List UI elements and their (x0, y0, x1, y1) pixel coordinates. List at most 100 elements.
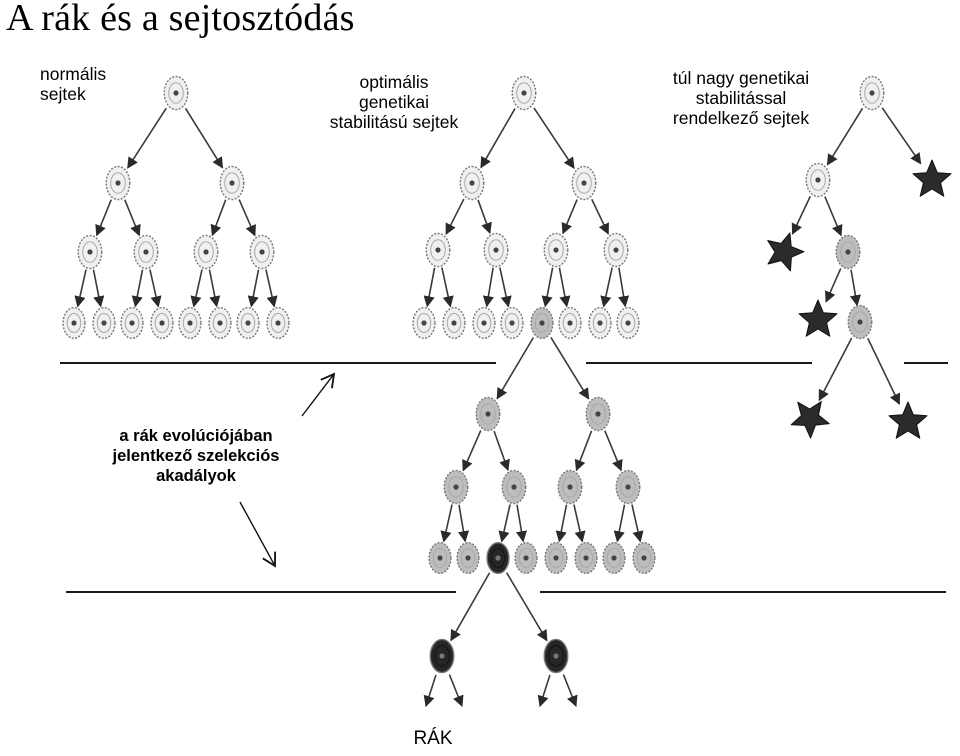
cell-nucleus (857, 319, 863, 325)
cell-membrane (432, 547, 448, 569)
cell-membrane (270, 312, 286, 334)
cell-membrane (864, 82, 880, 104)
cell-nucleus (173, 90, 179, 96)
cell-membrane (852, 311, 868, 333)
cell-membrane (240, 312, 256, 334)
cell-nucleus (869, 90, 875, 96)
page-title: A rák és a sejtosztódás (6, 0, 355, 39)
cell-membrane (548, 239, 564, 261)
division-arrow (631, 504, 644, 543)
cell-membrane (620, 312, 636, 334)
cell-nucleus (493, 247, 499, 253)
division-arrow (210, 199, 227, 237)
cell-nucleus (567, 320, 573, 326)
cell-nucleus (421, 320, 427, 326)
division-arrow (208, 269, 221, 308)
cell-membrane (578, 547, 594, 569)
cell-nucleus (439, 653, 445, 659)
division-arrow (849, 269, 861, 307)
cell-nucleus (453, 484, 459, 490)
cell-nucleus (815, 177, 821, 183)
division-arrow (818, 337, 853, 402)
division-arrow (562, 674, 578, 708)
cell-nucleus (553, 653, 559, 659)
cell-membrane (212, 312, 228, 334)
division-arrow (591, 198, 609, 235)
cell-membrane (416, 312, 432, 334)
cell-membrane (434, 645, 450, 667)
division-arrow (92, 269, 105, 308)
division-arrow (555, 504, 568, 543)
division-arrow (131, 269, 144, 308)
cell-nucleus (521, 90, 527, 96)
cell-membrane (430, 239, 446, 261)
cell-membrane (138, 241, 154, 263)
cell-nucleus (275, 320, 281, 326)
cell-nucleus (203, 249, 209, 255)
division-arrow (604, 430, 623, 472)
cell-nucleus (437, 555, 443, 561)
division-arrow (441, 267, 454, 308)
cell-membrane (254, 241, 270, 263)
division-arrow (824, 196, 843, 237)
cell-nucleus (115, 180, 121, 186)
cell-nucleus (641, 555, 647, 561)
cell-nucleus (451, 320, 457, 326)
division-arrow (499, 267, 512, 308)
division-arrow (498, 504, 511, 543)
cell-nucleus (583, 555, 589, 561)
cell-nucleus (101, 320, 107, 326)
cell-nucleus (129, 320, 135, 326)
cell-membrane (448, 476, 464, 498)
dark-star-cell (767, 232, 805, 272)
cell-membrane (198, 241, 214, 263)
cell-membrane (840, 241, 856, 263)
division-arrow (457, 504, 470, 543)
cell-membrane (534, 312, 550, 334)
cell-nucleus (469, 180, 475, 186)
division-arrow (791, 195, 812, 235)
cell-nucleus (187, 320, 193, 326)
cell-membrane (548, 547, 564, 569)
barrier-pointer-arrow-up (301, 372, 336, 417)
cell-membrane (506, 476, 522, 498)
division-arrow (537, 674, 551, 708)
division-arrow (149, 269, 162, 308)
cell-membrane (224, 172, 240, 194)
cell-nucleus (539, 320, 545, 326)
division-arrow (448, 674, 464, 708)
cell-nucleus (245, 320, 251, 326)
cell-nucleus (495, 555, 501, 561)
cell-membrane (620, 476, 636, 498)
cell-membrane (562, 476, 578, 498)
cell-nucleus (553, 555, 559, 561)
division-arrow (574, 430, 593, 472)
cell-nucleus (87, 249, 93, 255)
division-arrow (184, 107, 224, 169)
cell-nucleus (597, 320, 603, 326)
cell-membrane (66, 312, 82, 334)
cell-membrane (476, 312, 492, 334)
cell-nucleus (159, 320, 165, 326)
division-arrow (825, 268, 842, 303)
dark-star-cell (912, 159, 952, 197)
division-arrow (127, 107, 167, 169)
division-arrow (190, 269, 203, 308)
cell-nucleus (217, 320, 223, 326)
cell-nucleus (625, 320, 631, 326)
cell-nucleus (611, 555, 617, 561)
division-arrow (493, 430, 510, 472)
cell-membrane (518, 547, 534, 569)
cell-nucleus (595, 411, 601, 417)
cell-membrane (446, 312, 462, 334)
label-cancer: RÁK (413, 728, 453, 749)
cell-membrane (810, 169, 826, 191)
cell-nucleus (845, 249, 851, 255)
cell-membrane (154, 312, 170, 334)
cell-nucleus (143, 249, 149, 255)
division-arrow (541, 267, 554, 308)
division-arrow (613, 504, 626, 543)
dark-star-cell (790, 401, 830, 439)
